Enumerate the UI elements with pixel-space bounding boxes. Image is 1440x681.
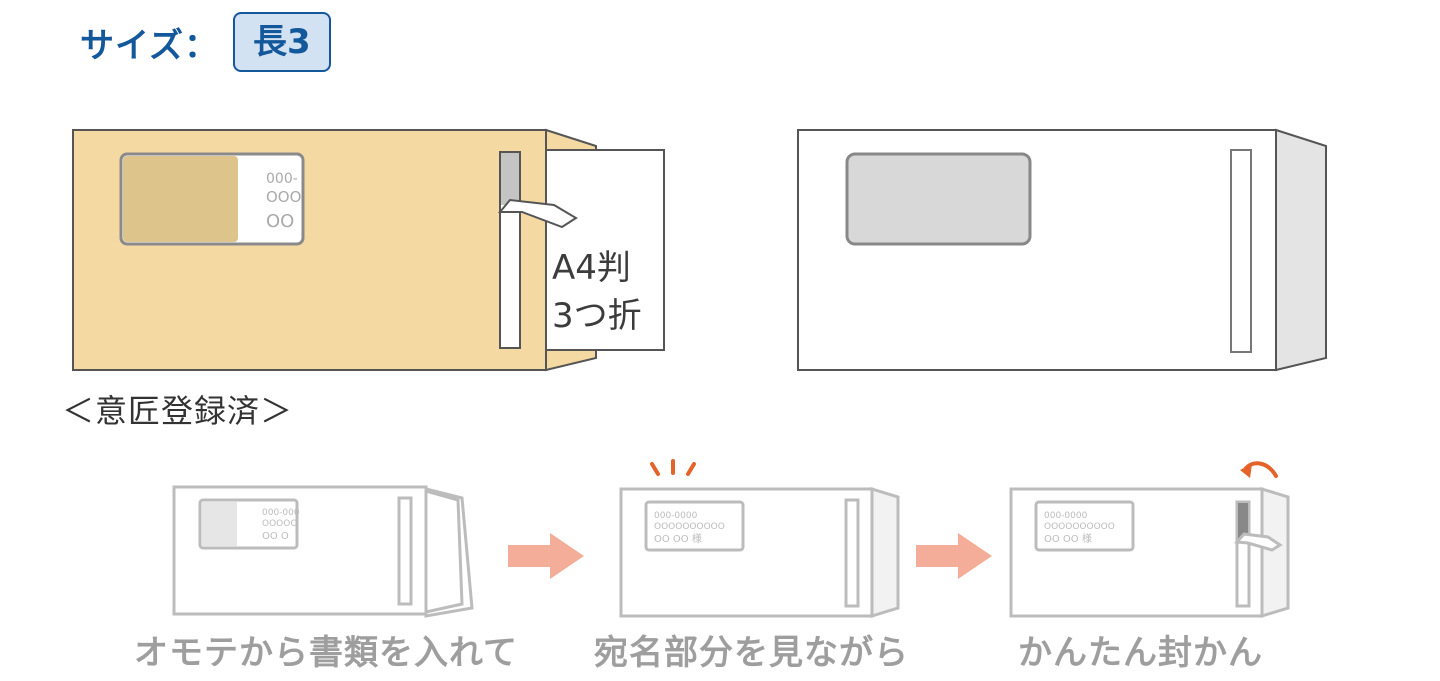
size-header: サイズ： 長3: [80, 10, 331, 74]
white-envelope: [797, 128, 1327, 372]
step3-tape-shadow: [1238, 503, 1248, 539]
step2-window: [644, 500, 745, 552]
step2-line3: OO OO 様: [654, 532, 702, 545]
step2-postal: 000-0000: [654, 511, 698, 521]
step3-postal: 000-0000: [1044, 511, 1088, 521]
curved-arrow-head-icon: [1240, 464, 1252, 478]
step2-caption: 宛名部分を見ながら: [594, 633, 909, 673]
seal-tape-shadow: [501, 153, 519, 205]
size-badge: 長3: [232, 12, 331, 72]
step3-caption: かんたん封かん: [1018, 633, 1263, 673]
step3-line2: OOOOOOOOOO: [1044, 522, 1115, 532]
paper-label: A4判 3つ折: [552, 244, 660, 340]
white-envelope-flap: [1275, 128, 1327, 372]
emphasis-icon: [650, 459, 696, 476]
step2-line2: OOOOOOOOOO: [654, 522, 725, 532]
window-line3: OO: [266, 211, 294, 232]
step2-envelope: 000-0000 OOOOOOOOOO OO OO 様: [619, 459, 900, 619]
white-envelope-window: [845, 152, 1032, 246]
paper-label-fold: 3つ折: [552, 296, 642, 336]
window-line2: OOO: [266, 188, 301, 206]
window-postal: 000-: [266, 171, 298, 187]
design-registered-note: ＜意匠登録済＞: [62, 392, 294, 430]
kraft-envelope: 000- OOO OO: [72, 128, 665, 372]
arrow-right-icon: [508, 533, 584, 579]
step1-caption: オモテから書類を入れて: [134, 633, 518, 673]
step2-tape: [844, 498, 860, 608]
paper-label-size: A4判: [552, 248, 631, 288]
arrow-right-icon-2: [916, 533, 992, 579]
step3-tape-peel: [1233, 532, 1283, 552]
white-envelope-tape: [1230, 149, 1252, 353]
step3-line3: OO OO 様: [1044, 532, 1092, 545]
kraft-window-tint: [123, 156, 238, 242]
step1-window-tint: [202, 502, 237, 546]
step1-tape: [397, 496, 413, 606]
step1-envelope: 000-000 OOOOO OO O: [172, 485, 474, 618]
step1-line3: OO O: [262, 531, 289, 542]
step2-flap: [870, 486, 900, 619]
step3-flap: [1260, 486, 1290, 619]
step1-line2: OOOOO: [262, 519, 297, 529]
a4-paper: [545, 149, 665, 351]
step3-envelope: 000-0000 OOOOOOOOOO OO OO 様: [1009, 461, 1290, 619]
size-label: サイズ：: [80, 25, 219, 66]
step1-paper-front: [424, 489, 464, 614]
seal-tape-peel: [497, 198, 578, 229]
step3-window: [1034, 500, 1135, 552]
step1-postal: 000-000: [262, 508, 300, 518]
